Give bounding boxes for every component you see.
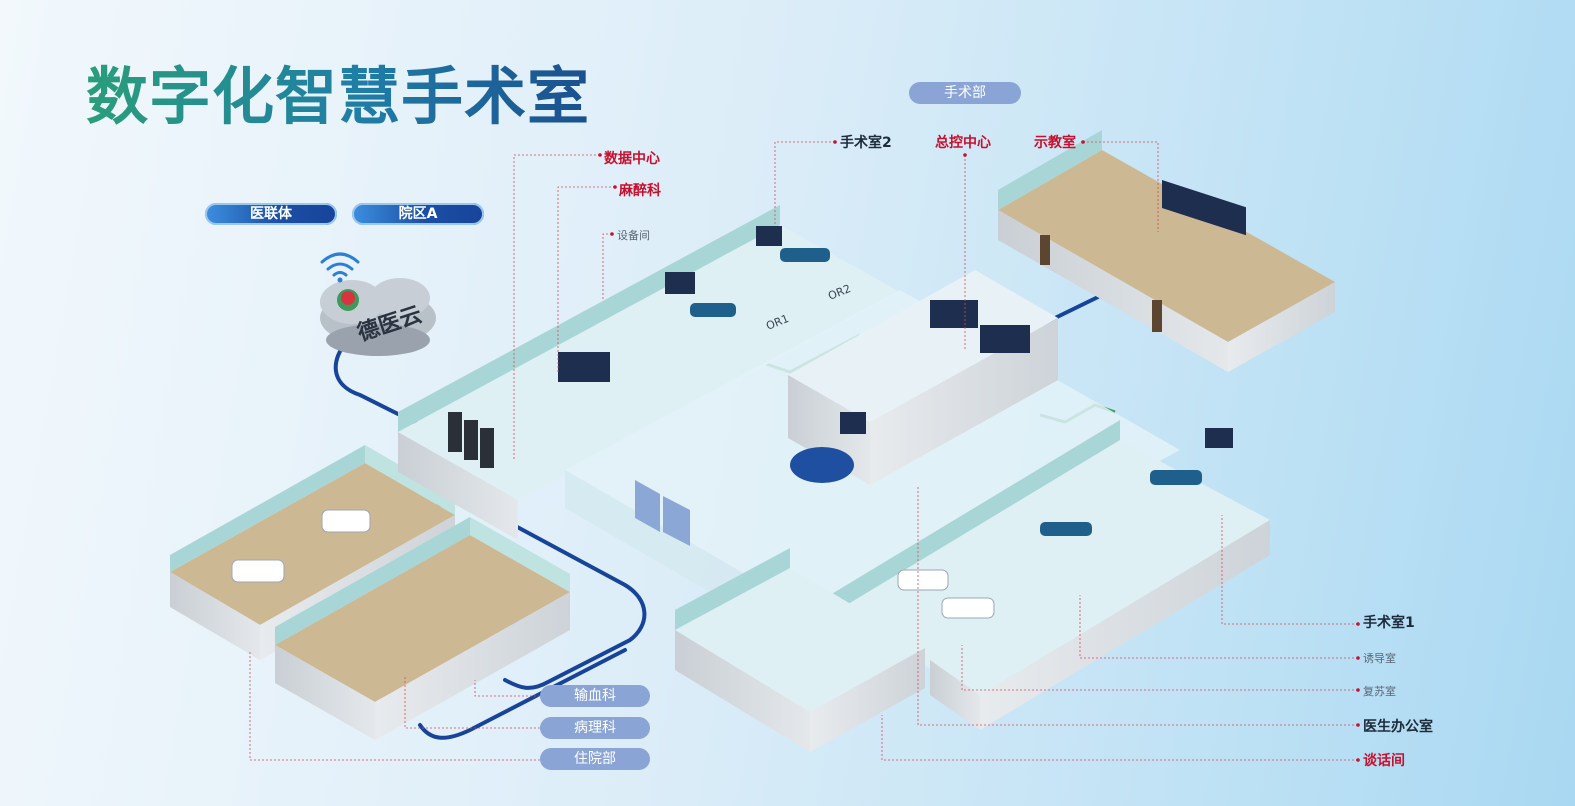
hospital-logo-icon [337,289,359,311]
pill-pathology: 病理科 [540,717,650,739]
label-or2: 手术室2 [840,135,892,151]
label-equipment-room: 设备间 [617,229,650,242]
label-anesthesia: 麻醉科 [619,183,661,199]
wifi-icon [320,252,360,283]
label-induction-room: 诱导室 [1363,652,1396,665]
pill-inpatient: 住院部 [540,748,650,770]
beds [231,509,995,619]
page-title: 数字化智慧手术室 [86,46,590,136]
monitor-walls [558,180,1246,448]
callout-lines [249,141,1358,761]
label-doctor-office: 医生办公室 [1363,719,1433,735]
talk-room-block [675,548,925,752]
label-data-center: 数据中心 [604,151,660,167]
tag-campus-a: 院区A [352,203,484,225]
server-racks [448,412,494,468]
surgical-beds [690,248,1202,536]
label-recovery-room: 复苏室 [1363,685,1396,698]
reception-desk [790,447,854,483]
label-talk-room: 谈话间 [1363,753,1405,769]
blood-pathology-rooms [275,517,570,740]
data-center-block [398,205,900,540]
teaching-room [998,130,1335,372]
department-pill: 手术部 [909,82,1021,104]
label-teaching-room: 示教室 [1034,135,1076,151]
or1-block [830,420,1270,730]
doors [635,480,690,546]
tag-medical-alliance: 医联体 [205,203,337,225]
label-or1: 手术室1 [1363,615,1415,631]
callout-dots [598,140,1360,762]
pill-blood-transfusion: 输血科 [540,685,650,707]
label-control-center: 总控中心 [935,135,991,151]
